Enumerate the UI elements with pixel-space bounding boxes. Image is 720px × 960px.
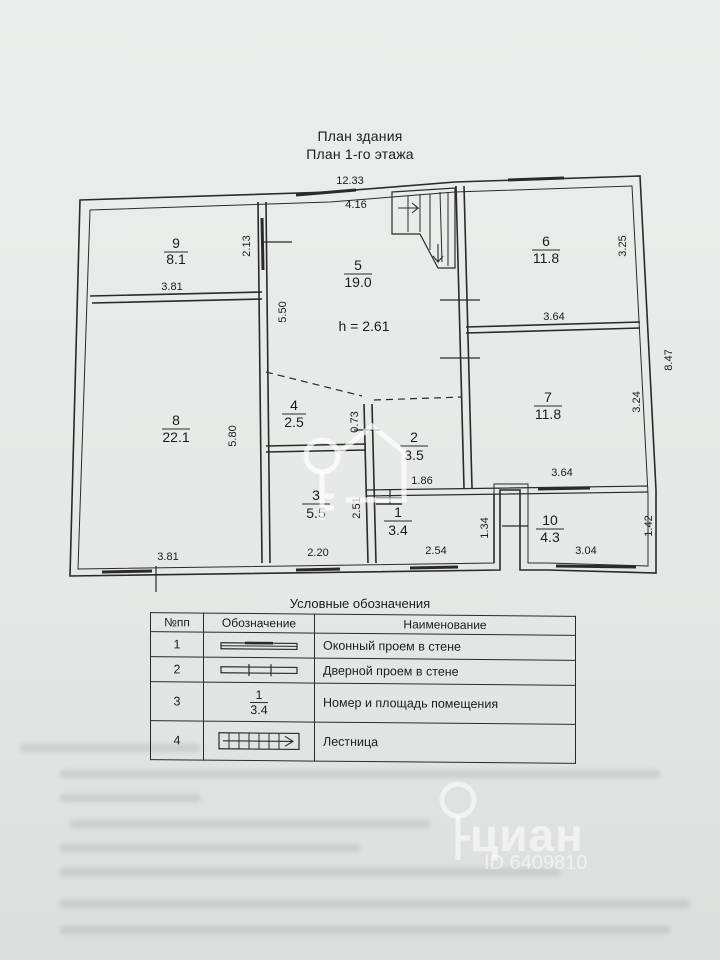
room-7-area: 11.8 bbox=[535, 406, 561, 422]
legend-header-name: Наименование bbox=[314, 614, 576, 636]
dim-room9-side: 2.13 bbox=[241, 235, 253, 256]
legend-row-no: 4 bbox=[150, 720, 204, 761]
dim-room3-bottom: 2.20 bbox=[307, 547, 328, 559]
room-2-area: 3.5 bbox=[404, 447, 424, 463]
plan-title: План здания bbox=[317, 128, 403, 144]
wall-3-1 bbox=[363, 403, 377, 564]
room-3-area: 5.5 bbox=[306, 505, 326, 521]
legend-header-symbol: Обозначение bbox=[203, 613, 315, 634]
dim-room1-bottom: 2.54 bbox=[425, 545, 446, 557]
legend-row-name: Номер и площадь помещения bbox=[314, 683, 576, 725]
wall-left-column bbox=[257, 201, 271, 564]
dim-room10-left: 1.34 bbox=[479, 517, 491, 538]
dim-room7-side: 3.24 bbox=[631, 391, 643, 412]
window-10 bbox=[555, 564, 637, 569]
watermark-id: ID 6409810 bbox=[484, 852, 588, 874]
symbol-room-number: 1 bbox=[250, 687, 268, 703]
dim-top-total: 12.33 bbox=[336, 175, 364, 187]
legend-row-no: 2 bbox=[150, 656, 204, 683]
room-8-number: 8 bbox=[172, 412, 180, 428]
wall-2-bottom bbox=[365, 485, 649, 497]
dim-room5-side: 5.50 bbox=[277, 301, 289, 322]
room-5-number: 5 bbox=[354, 257, 362, 273]
door-symbol bbox=[220, 664, 298, 677]
room-5-area: 19.0 bbox=[344, 274, 371, 290]
legend-row: 4 Лестница bbox=[150, 720, 576, 764]
symbol-room-area: 3.4 bbox=[250, 702, 268, 717]
room-2-number: 2 bbox=[410, 429, 418, 445]
room-6-area: 11.8 bbox=[533, 250, 559, 266]
wall-6-7 bbox=[465, 321, 641, 334]
dim-room4-side: 0.73 bbox=[349, 411, 361, 432]
dim-room1-side: 2.51 bbox=[351, 497, 363, 518]
dim-total-height: 8.47 bbox=[663, 349, 675, 370]
window-symbol bbox=[220, 641, 298, 650]
dim-room10-bottom: 3.04 bbox=[575, 545, 596, 557]
room-10-number: 10 bbox=[542, 512, 558, 528]
wall-9-8 bbox=[89, 291, 263, 304]
staircase bbox=[391, 187, 456, 269]
room-number-symbol: 1 3.4 bbox=[250, 687, 268, 717]
dim-room8-bottom: 3.81 bbox=[157, 551, 178, 563]
dim-room8-side: 5.80 bbox=[227, 425, 239, 446]
legend-row-name: Лестница bbox=[314, 722, 576, 764]
room-8-area: 22.1 bbox=[162, 429, 189, 445]
staircase-symbol bbox=[218, 732, 300, 751]
room-7-number: 7 bbox=[544, 389, 552, 405]
room-10-area: 4.3 bbox=[540, 529, 560, 545]
legend-row-symbol: 1 3.4 bbox=[203, 682, 315, 723]
wall-center-right bbox=[455, 185, 473, 489]
dashed-line-2 bbox=[373, 396, 463, 401]
ceiling-height: h = 2.61 bbox=[339, 318, 390, 334]
room-4-area: 2.5 bbox=[284, 414, 304, 430]
window-top-6 bbox=[507, 176, 565, 182]
window-1 bbox=[409, 565, 459, 570]
legend-header-no: №пп bbox=[150, 612, 204, 633]
room-1-area: 3.4 bbox=[388, 522, 408, 538]
room-3-number: 3 bbox=[312, 487, 320, 503]
outer-wall-inner bbox=[77, 185, 649, 570]
window-3 bbox=[295, 567, 341, 572]
legend-row: 1 Оконный проем в стене bbox=[150, 631, 576, 661]
floor-plan: 9 8.1 5 19.0 6 11.8 8 22.1 7 11.8 4 2.5 … bbox=[69, 175, 675, 592]
legend-row-symbol bbox=[203, 721, 315, 762]
dim-room6-side: 3.25 bbox=[617, 235, 629, 256]
dim-room10-right: 1.42 bbox=[643, 515, 655, 536]
legend-title: Условные обозначения bbox=[289, 596, 431, 611]
legend-row: 2 Дверной проем в стене bbox=[150, 656, 576, 686]
dim-room5-top: 4.16 bbox=[345, 199, 366, 211]
dim-room7-bottom: 3.64 bbox=[551, 467, 572, 479]
legend-row-name: Дверной проем в стене bbox=[314, 658, 576, 686]
dashed-line-4 bbox=[265, 371, 363, 397]
legend-row-no: 1 bbox=[150, 631, 204, 658]
legend-row-symbol bbox=[203, 632, 315, 659]
legend-row: 3 1 3.4 Номер и площадь помещения bbox=[150, 681, 576, 725]
room-9-number: 9 bbox=[172, 235, 180, 251]
room-1-number: 1 bbox=[394, 504, 402, 520]
room-6-number: 6 bbox=[542, 233, 550, 249]
window-8 bbox=[101, 569, 153, 574]
legend-row-no: 3 bbox=[150, 681, 204, 722]
plan-subtitle: План 1-го этажа bbox=[306, 146, 414, 162]
dim-room2-bottom: 1.86 bbox=[411, 475, 432, 487]
window-9 bbox=[260, 217, 265, 271]
legend-row-symbol bbox=[203, 657, 315, 684]
window-top-5 bbox=[295, 188, 357, 197]
room-4-number: 4 bbox=[290, 397, 298, 413]
room-9-area: 8.1 bbox=[166, 251, 186, 267]
outer-wall bbox=[69, 175, 657, 577]
legend-table: №пп Обозначение Наименование 1 Оконный п… bbox=[150, 612, 576, 764]
legend-row-name: Оконный проем в стене bbox=[314, 633, 576, 661]
watermark-brand: циан bbox=[470, 809, 584, 861]
wall-3-4 bbox=[265, 443, 367, 453]
window-7 bbox=[537, 486, 591, 491]
dim-room9-bottom: 3.81 bbox=[161, 281, 182, 293]
dim-room6-bottom: 3.64 bbox=[543, 311, 564, 323]
